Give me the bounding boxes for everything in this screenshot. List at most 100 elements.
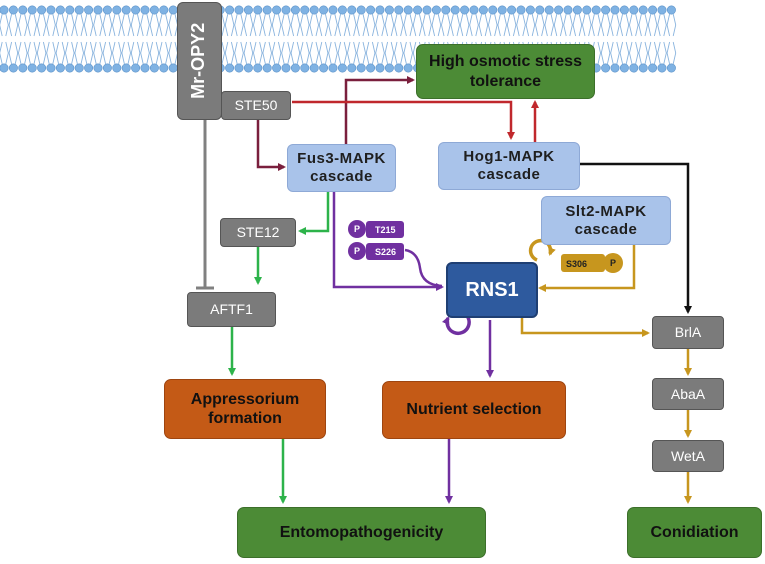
lipid-head-inner bbox=[262, 63, 272, 73]
lipid-tail bbox=[296, 13, 301, 37]
lipid-tail bbox=[506, 13, 511, 37]
lipid-tail bbox=[591, 13, 595, 37]
lipid-head-outer bbox=[638, 5, 648, 15]
lipid-tail bbox=[271, 13, 276, 37]
lipid-tail bbox=[130, 41, 135, 65]
lipid-tail bbox=[5, 13, 9, 37]
lipid-tail bbox=[428, 13, 432, 37]
lipid-tail bbox=[512, 13, 517, 37]
lipid-tail bbox=[616, 41, 620, 65]
lipid-head-outer bbox=[366, 5, 376, 15]
lipid-tail bbox=[55, 13, 60, 37]
lipid-tail bbox=[525, 13, 530, 37]
lipid-head-outer bbox=[65, 5, 75, 15]
lipid-tail bbox=[653, 41, 658, 65]
lipid-tail bbox=[136, 41, 141, 65]
lipid-tail bbox=[572, 13, 577, 37]
lipid-tail bbox=[112, 41, 116, 65]
lipid-tail bbox=[412, 13, 417, 37]
lipid-tail bbox=[221, 41, 225, 65]
lipid-tail bbox=[230, 41, 235, 65]
lipid-head-inner bbox=[37, 63, 47, 73]
lipid-tail bbox=[343, 41, 348, 65]
lipid-tail bbox=[400, 41, 404, 65]
lipid-tail bbox=[559, 13, 564, 37]
lipid-head-inner bbox=[619, 63, 629, 73]
lipid-tail bbox=[494, 13, 498, 37]
lipid-head-outer bbox=[478, 5, 488, 15]
lipid-tail bbox=[647, 41, 652, 65]
lipid-head-outer bbox=[629, 5, 639, 15]
lipid-head-outer bbox=[619, 5, 629, 15]
lipid-tail bbox=[140, 13, 144, 37]
lipid-tail bbox=[337, 41, 342, 65]
lipid-head-outer bbox=[0, 5, 9, 15]
lipid-head-inner bbox=[375, 63, 385, 73]
lipid-head-inner bbox=[328, 63, 338, 73]
lipid-head-outer bbox=[290, 5, 300, 15]
lipid-tail bbox=[118, 41, 122, 65]
lipid-tail bbox=[550, 13, 554, 37]
lipid-head-outer bbox=[18, 5, 28, 15]
lipid-tail bbox=[287, 13, 291, 37]
lipid-head-outer bbox=[413, 5, 423, 15]
node-brla: BrlA bbox=[652, 316, 724, 349]
lipid-tail bbox=[324, 13, 329, 37]
lipid-tail bbox=[240, 41, 244, 65]
lipid-head-outer bbox=[441, 5, 451, 15]
lipid-tail bbox=[337, 13, 342, 37]
arrow-fus3-rns1 bbox=[332, 192, 444, 291]
lipid-head-outer bbox=[140, 5, 150, 15]
arrow-ste50-hog1 bbox=[292, 100, 515, 140]
lipid-tail bbox=[569, 13, 573, 37]
lipid-tail bbox=[638, 13, 642, 37]
lipid-tail bbox=[437, 13, 442, 37]
lipid-head-outer bbox=[544, 5, 554, 15]
lipid-head-inner bbox=[121, 63, 131, 73]
lipid-tail bbox=[663, 13, 667, 37]
lipid-head-inner bbox=[629, 63, 639, 73]
lipid-tail bbox=[334, 13, 338, 37]
lipid-tail bbox=[422, 13, 426, 37]
lipid-tail bbox=[281, 41, 285, 65]
lipid-head-inner bbox=[234, 63, 244, 73]
lipid-tail bbox=[309, 13, 313, 37]
lipid-head-inner bbox=[149, 63, 159, 73]
node-abaa: AbaA bbox=[652, 378, 724, 410]
lipid-head-inner bbox=[281, 63, 291, 73]
lipid-head-outer bbox=[535, 5, 545, 15]
brla-label: BrlA bbox=[674, 324, 702, 341]
lipid-tail bbox=[259, 41, 263, 65]
lipid-tail bbox=[259, 13, 263, 37]
lipid-tail bbox=[14, 13, 19, 37]
lipid-tail bbox=[42, 41, 47, 65]
lipid-head-outer bbox=[648, 5, 658, 15]
lipid-tail bbox=[531, 13, 536, 37]
lipid-tail bbox=[165, 41, 169, 65]
lipid-head-outer bbox=[27, 5, 37, 15]
lipid-head-outer bbox=[300, 5, 310, 15]
lipid-head-inner bbox=[55, 63, 65, 73]
lipid-tail bbox=[240, 13, 244, 37]
lipid-tail bbox=[666, 41, 671, 65]
lipid-tail bbox=[52, 41, 56, 65]
lipid-tail bbox=[663, 41, 667, 65]
phospho-p-label: P bbox=[610, 258, 616, 268]
lipid-tail bbox=[353, 13, 357, 37]
lipid-tail bbox=[522, 13, 526, 37]
lipid-tail bbox=[475, 13, 479, 37]
lipid-head-outer bbox=[356, 5, 366, 15]
lipid-tail bbox=[99, 13, 103, 37]
lipid-tail bbox=[400, 13, 404, 37]
lipid-tail bbox=[296, 41, 301, 65]
lipid-tail bbox=[403, 41, 407, 65]
lipid-tail bbox=[541, 13, 545, 37]
node-aftf1: AFTF1 bbox=[187, 292, 276, 327]
outcome-appressorium-formation: Appressorium formation bbox=[164, 379, 326, 439]
lipid-tail bbox=[277, 41, 282, 65]
lipid-tail bbox=[403, 13, 407, 37]
lipid-tail bbox=[36, 13, 41, 37]
arrow-fus3-ste12 bbox=[298, 192, 330, 235]
lipid-tail bbox=[629, 13, 633, 37]
lipid-head-outer bbox=[375, 5, 385, 15]
